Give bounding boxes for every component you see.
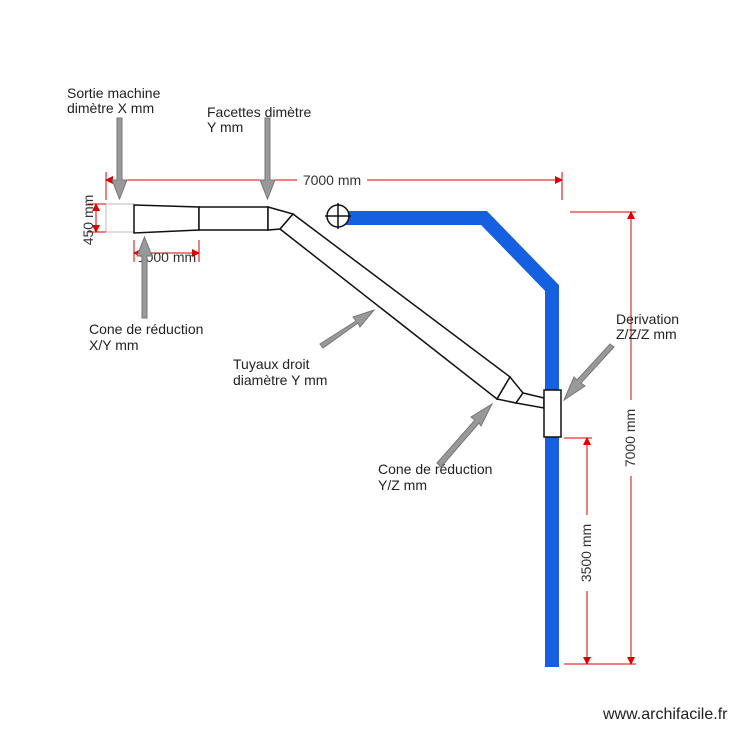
main-blue-duct (343, 211, 559, 667)
pointer-arrow-tuyaux (319, 308, 376, 349)
pointer-arrow-sortie (111, 117, 128, 201)
dimension-cone-length-text: 1000 mm (138, 249, 196, 265)
dimension-height-left: 450 mm (80, 195, 106, 246)
facette-segment (198, 206, 269, 231)
derivation-tee (543, 389, 562, 438)
dimension-height-lower: 3500 mm (564, 437, 597, 665)
dimension-height-left-text: 450 mm (80, 195, 96, 246)
pointer-arrow-derivation (562, 343, 615, 402)
dimension-height-right: 7000 mm (570, 211, 641, 665)
label-facettes: Facettes dimètre Y mm (207, 104, 315, 135)
label-derivation: Derivation Z/Z/Z mm (616, 311, 683, 342)
dimension-width-top-text: 7000 mm (303, 172, 361, 188)
crosshair-symbol (325, 203, 351, 229)
label-sortie-machine: Sortie machine dimètre X mm (67, 85, 164, 116)
dimension-height-right-text: 7000 mm (622, 409, 638, 467)
reduction-cone-xy (133, 204, 200, 234)
dimension-width-top: 7000 mm (105, 171, 563, 200)
pointer-arrow-cone-xy (136, 235, 153, 319)
label-tuyaux-droit: Tuyaux droit diamètre Y mm (233, 356, 327, 388)
watermark-text: www.archifacile.fr (602, 706, 728, 723)
pointer-arrow-cone-yz (436, 402, 494, 468)
label-cone-yz: Cone de réduction Y/Z mm (378, 461, 496, 493)
pointer-arrow-facettes (259, 117, 276, 201)
machine-outlet (105, 203, 135, 233)
dimension-height-lower-text: 3500 mm (578, 524, 594, 582)
label-cone-xy: Cone de réduction X/Y mm (89, 321, 207, 353)
